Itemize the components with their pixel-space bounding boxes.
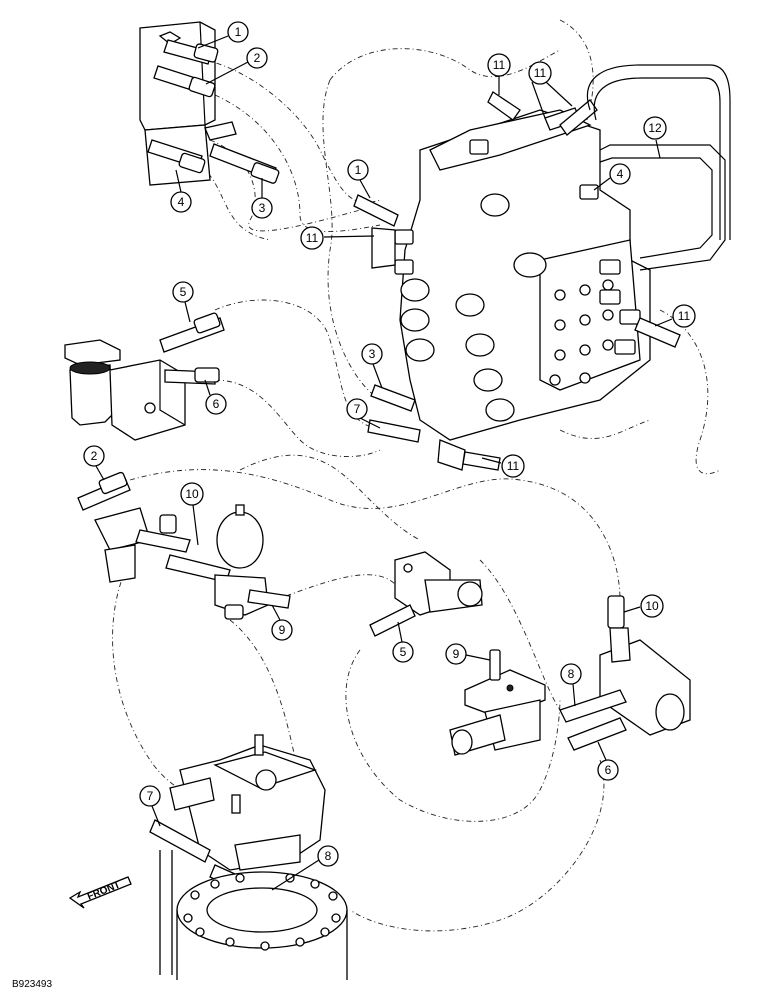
- callout-11-left: 11: [300, 226, 375, 250]
- front-label: FRONT: [86, 880, 122, 903]
- accumulator-group: [77, 471, 291, 620]
- flange-bolts: [183, 873, 341, 951]
- solenoid-group: [449, 649, 546, 756]
- svg-text:11: 11: [493, 58, 506, 72]
- svg-text:4: 4: [617, 167, 624, 181]
- swing-motor-group: [149, 734, 348, 980]
- svg-text:11: 11: [306, 231, 319, 245]
- pilot-valve-group: [369, 551, 483, 637]
- callout-6-filter: 6: [204, 379, 227, 415]
- callout-8-motor: 8: [271, 845, 339, 891]
- svg-text:11: 11: [678, 309, 691, 323]
- callout-6-tee: 6: [597, 741, 619, 781]
- callout-11-top-left: 11: [487, 53, 511, 95]
- svg-text:7: 7: [354, 402, 361, 416]
- svg-text:7: 7: [147, 789, 154, 803]
- svg-text:6: 6: [213, 397, 220, 411]
- callout-7-valve: 7: [346, 398, 381, 429]
- filter-block-group: [64, 312, 225, 441]
- callout-12: 12: [643, 116, 667, 159]
- callout-10-accumulator: 10: [180, 482, 204, 546]
- callout-2-accumulator: 2: [83, 445, 105, 481]
- svg-text:9: 9: [453, 647, 460, 661]
- svg-text:12: 12: [648, 121, 662, 135]
- callout-10-tee: 10: [623, 594, 664, 618]
- svg-text:5: 5: [400, 645, 407, 659]
- callout-1-valve: 1: [347, 159, 371, 199]
- callout-8-tee: 8: [560, 663, 582, 707]
- valve-hoses: [353, 64, 731, 471]
- callout-1-top: 1: [197, 21, 249, 49]
- main-control-valve: [394, 109, 651, 441]
- svg-text:3: 3: [259, 201, 266, 215]
- front-direction-arrow: FRONT: [68, 876, 132, 909]
- callout-11-right: 11: [654, 304, 696, 328]
- svg-text:6: 6: [605, 763, 612, 777]
- callout-11-bottom: 11: [481, 454, 525, 478]
- bracket-fittings-group: [139, 21, 280, 186]
- svg-text:5: 5: [180, 285, 187, 299]
- valve-small-fittings: [394, 139, 641, 355]
- svg-text:4: 4: [178, 195, 185, 209]
- svg-text:11: 11: [507, 459, 520, 473]
- svg-text:2: 2: [254, 51, 261, 65]
- callout-3-valve: 3: [361, 343, 383, 389]
- svg-text:8: 8: [568, 667, 575, 681]
- callout-3-top: 3: [251, 178, 273, 219]
- spool-caps: [400, 193, 547, 422]
- callout-7-motor: 7: [139, 785, 161, 827]
- callout-2-top: 2: [205, 47, 268, 85]
- svg-text:2: 2: [91, 449, 98, 463]
- svg-text:10: 10: [645, 599, 659, 613]
- callout-5-pilot: 5: [392, 621, 414, 663]
- routing-lines: [112, 19, 721, 932]
- figure-code: B923493: [12, 979, 52, 990]
- svg-text:11: 11: [534, 66, 547, 80]
- callout-4-valve: 4: [593, 163, 631, 191]
- svg-text:10: 10: [185, 487, 199, 501]
- svg-text:3: 3: [369, 347, 376, 361]
- callout-11-top-right: 11: [528, 61, 573, 119]
- callout-5-filter: 5: [172, 281, 194, 323]
- callout-9-accumulator: 9: [271, 604, 293, 641]
- svg-text:8: 8: [325, 849, 332, 863]
- svg-text:9: 9: [279, 623, 286, 637]
- svg-text:1: 1: [235, 25, 242, 39]
- callout-4-top: 4: [170, 169, 192, 213]
- tee-fitting-group: [559, 595, 691, 751]
- callouts: 1 2 4 3 11 11: [83, 21, 696, 891]
- valve-face-bolts: [549, 279, 614, 386]
- callout-9-solenoid: 9: [445, 643, 491, 665]
- svg-text:1: 1: [355, 163, 362, 177]
